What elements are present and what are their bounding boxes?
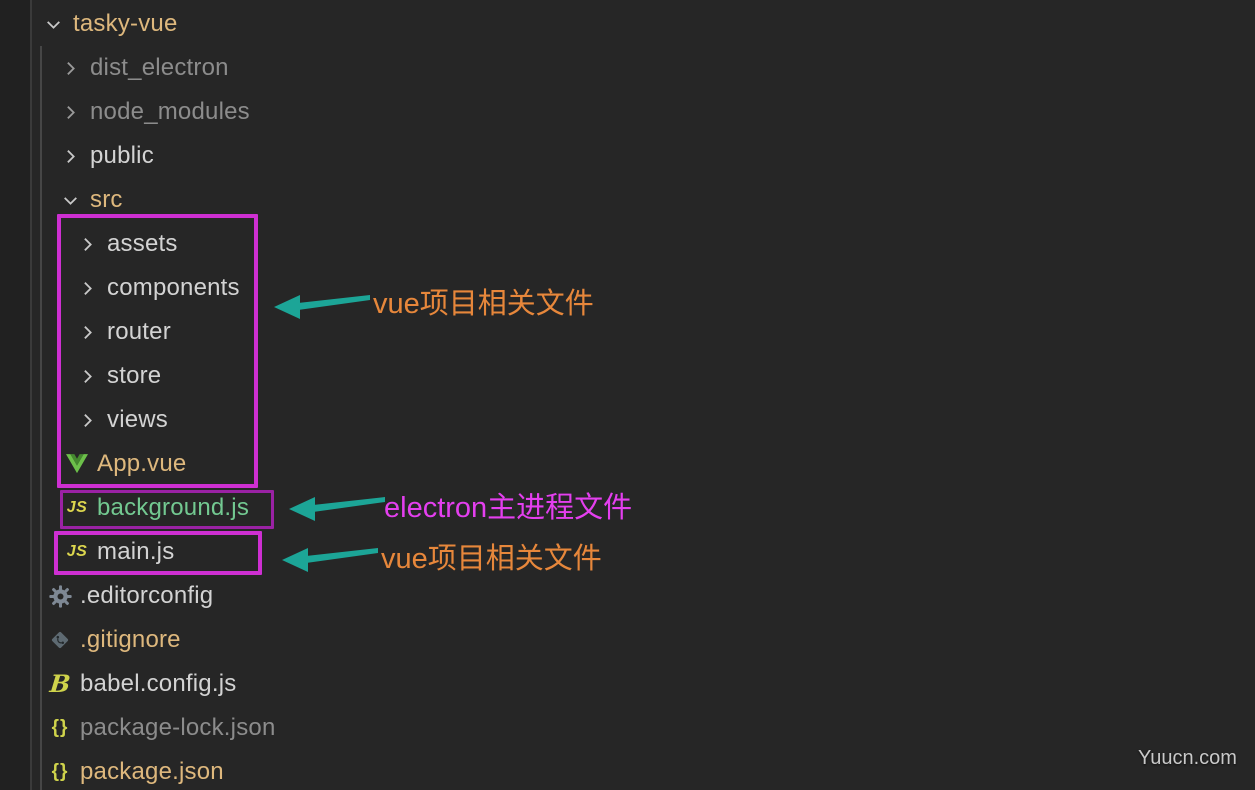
chevron-right-icon xyxy=(57,143,83,169)
chevron-right-icon xyxy=(74,231,100,257)
tree-item-label: package.json xyxy=(80,758,224,785)
tree-item-assets[interactable]: assets xyxy=(0,222,1255,266)
vue-icon xyxy=(64,451,90,477)
tree-item-dist-electron[interactable]: dist_electron xyxy=(0,46,1255,90)
tree-item-label: main.js xyxy=(97,538,175,565)
tree-item-label: package-lock.json xyxy=(80,714,276,741)
chevron-right-icon xyxy=(74,407,100,433)
tree-item-label: src xyxy=(90,186,123,213)
chevron-right-icon xyxy=(57,55,83,81)
js-icon: JS xyxy=(66,543,88,560)
tree-item-label: background.js xyxy=(97,494,250,521)
tree-item-main-js[interactable]: JS main.js xyxy=(0,530,1255,574)
tree-item-background-js[interactable]: JS background.js xyxy=(0,486,1255,530)
tree-item-router[interactable]: router xyxy=(0,310,1255,354)
gear-icon xyxy=(47,583,73,609)
tree-item-label: store xyxy=(107,362,162,389)
tree-indent-guide xyxy=(40,46,42,790)
tree-item-package-lock-json[interactable]: {} package-lock.json xyxy=(0,706,1255,750)
chevron-down-icon xyxy=(57,187,83,213)
tree-item-label: components xyxy=(107,274,240,301)
tree-item-node-modules[interactable]: node_modules xyxy=(0,90,1255,134)
left-margin-strip xyxy=(0,0,30,790)
tree-item-label: .gitignore xyxy=(80,626,181,653)
chevron-right-icon xyxy=(57,99,83,125)
tree-item-app-vue[interactable]: App.vue xyxy=(0,442,1255,486)
tree-item-label: public xyxy=(90,142,154,169)
tree-item-label: router xyxy=(107,318,171,345)
tree-item-components[interactable]: components xyxy=(0,266,1255,310)
tree-item-label: assets xyxy=(107,230,178,257)
tree-item-label: node_modules xyxy=(90,98,250,125)
chevron-down-icon xyxy=(40,11,66,37)
chevron-right-icon xyxy=(74,275,100,301)
tree-item--editorconfig[interactable]: .editorconfig xyxy=(0,574,1255,618)
tree-item--gitignore[interactable]: .gitignore xyxy=(0,618,1255,662)
tree-item-label: babel.config.js xyxy=(80,670,237,697)
tree-item-store[interactable]: store xyxy=(0,354,1255,398)
tree-item-label: dist_electron xyxy=(90,54,229,81)
tree-item-label: tasky-vue xyxy=(73,10,178,37)
chevron-right-icon xyxy=(74,319,100,345)
tree-item-label: App.vue xyxy=(97,450,187,477)
tree-item-views[interactable]: views xyxy=(0,398,1255,442)
braces-icon: {} xyxy=(51,761,69,782)
chevron-right-icon xyxy=(74,363,100,389)
tree-item-label: .editorconfig xyxy=(80,582,214,609)
js-icon: JS xyxy=(66,499,88,516)
tree-item-tasky-vue[interactable]: tasky-vue xyxy=(0,2,1255,46)
braces-icon: {} xyxy=(51,717,69,738)
panel-divider xyxy=(30,0,32,790)
babel-icon: B xyxy=(48,669,72,698)
git-icon xyxy=(47,627,73,653)
tree-item-src[interactable]: src xyxy=(0,178,1255,222)
tree-item-package-json[interactable]: {} package.json xyxy=(0,750,1255,790)
tree-item-label: views xyxy=(107,406,169,433)
tree-item-public[interactable]: public xyxy=(0,134,1255,178)
